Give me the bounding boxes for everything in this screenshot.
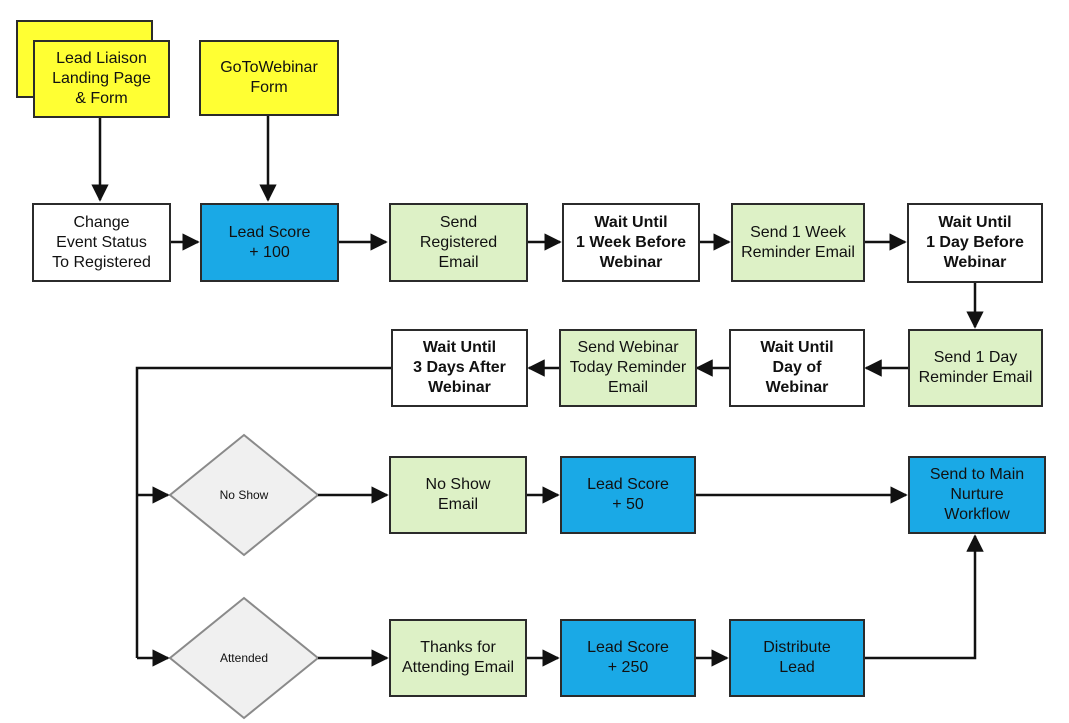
lead-liaison-landing-page: Lead Liaison Landing Page & Form	[33, 40, 170, 118]
change-event-status: Change Event Status To Registered	[32, 203, 171, 282]
no-show-label: No Show	[219, 488, 269, 502]
distribute-lead: Distribute Lead	[729, 619, 865, 697]
send-registered-email: Send Registered Email	[389, 203, 528, 282]
lead-score-250: Lead Score + 250	[560, 619, 696, 697]
wait-day-of-webinar: Wait Until Day of Webinar	[729, 329, 865, 407]
attended-label: Attended	[219, 651, 269, 665]
send-webinar-today-reminder: Send Webinar Today Reminder Email	[559, 329, 697, 407]
arrow-distribute-to-main	[865, 534, 984, 660]
send-1-week-reminder: Send 1 Week Reminder Email	[731, 203, 865, 282]
no-show-diamond	[168, 433, 320, 557]
attended-diamond	[168, 596, 320, 720]
lead-score-100: Lead Score + 100	[200, 203, 339, 282]
wait-3-days-after: Wait Until 3 Days After Webinar	[391, 329, 528, 407]
lead-score-50: Lead Score + 50	[560, 456, 696, 534]
wait-1-day-before: Wait Until 1 Day Before Webinar	[907, 203, 1043, 283]
send-to-main-nurture: Send to Main Nurture Workflow	[908, 456, 1046, 534]
gotowebinar-form: GoToWebinar Form	[199, 40, 339, 116]
no-show-email: No Show Email	[389, 456, 527, 534]
branch-trunk	[135, 366, 391, 658]
send-1-day-reminder: Send 1 Day Reminder Email	[908, 329, 1043, 407]
wait-1-week-before: Wait Until 1 Week Before Webinar	[562, 203, 700, 282]
thanks-for-attending-email: Thanks for Attending Email	[389, 619, 527, 697]
